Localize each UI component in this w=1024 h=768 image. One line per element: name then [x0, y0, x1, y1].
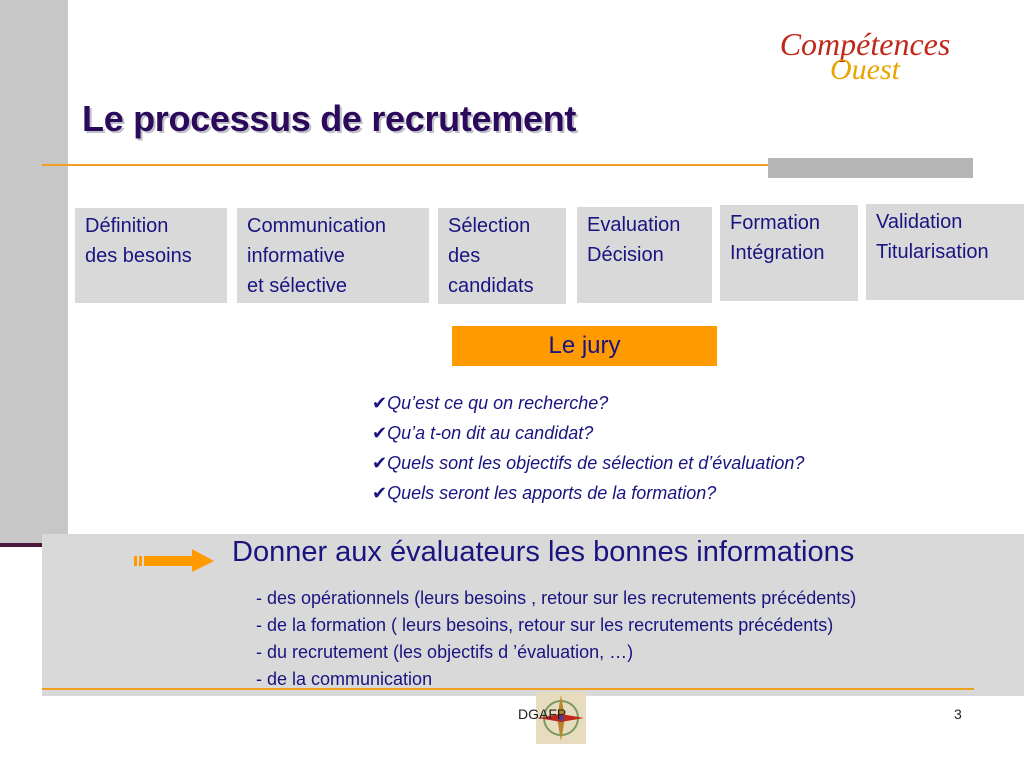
check-icon: ✔ [372, 423, 388, 443]
title-gray-block [768, 158, 973, 178]
logo: Compétences Ouest [760, 28, 970, 86]
left-bar-accent-line [0, 543, 68, 547]
process-step-communication: Communication informative et sélective [237, 208, 429, 303]
list-item: - du recrutement (les objectifs d ’évalu… [256, 642, 634, 662]
info-list: - des opérationnels (leurs besoins , ret… [256, 585, 856, 693]
list-item: ✔Qu’est ce qu on recherche? [372, 388, 804, 418]
step-line: candidats [448, 275, 534, 297]
check-icon: ✔ [372, 453, 388, 473]
question-text: Qu’a t-on dit au candidat? [387, 423, 594, 443]
process-step-selection: Sélection des candidats [438, 208, 566, 304]
list-item: - de la formation ( leurs besoins, retou… [256, 615, 834, 635]
title-underline [42, 164, 972, 166]
step-line: Définition [85, 215, 169, 237]
logo-line-1: Compétences [779, 26, 951, 62]
step-line: Formation [730, 212, 821, 234]
step-line: des [448, 245, 481, 267]
question-text: Quels sont les objectifs de sélection et… [387, 453, 805, 473]
step-line: Validation [876, 211, 963, 233]
step-line: Evaluation [587, 214, 681, 236]
step-line: et sélective [247, 275, 348, 297]
step-line: Communication [247, 215, 386, 237]
info-bottom-rule [42, 688, 974, 690]
footer-label: DGAFP [518, 706, 567, 722]
check-icon: ✔ [372, 483, 388, 503]
list-item: ✔Quels seront les apports de la formatio… [372, 478, 804, 508]
step-line: Titularisation [876, 241, 989, 263]
list-item: ✔Quels sont les objectifs de sélection e… [372, 448, 804, 478]
jury-label: Le jury [452, 326, 717, 366]
question-text: Quels seront les apports de la formation… [387, 483, 717, 503]
list-item: - de la communication [256, 669, 433, 689]
process-step-evaluation: Evaluation Décision [577, 207, 712, 303]
page-title: Le processus de recrutement [82, 98, 577, 139]
step-line: Sélection [448, 215, 531, 237]
info-heading: Donner aux évaluateurs les bonnes inform… [232, 536, 855, 568]
process-step-validation: Validation Titularisation [866, 204, 1024, 300]
question-list: ✔Qu’est ce qu on recherche? ✔Qu’a t-on d… [372, 388, 804, 508]
step-line: Intégration [730, 242, 825, 264]
process-step-formation: Formation Intégration [720, 205, 858, 301]
step-line: des besoins [85, 245, 192, 267]
question-text: Qu’est ce qu on recherche? [387, 393, 609, 413]
logo-line-2: Ouest [830, 53, 900, 86]
arrow-right-icon [134, 549, 214, 572]
step-line: Décision [587, 244, 664, 266]
step-line: informative [247, 245, 345, 267]
page-number: 3 [954, 706, 962, 722]
check-icon: ✔ [372, 393, 388, 413]
left-decorative-bar [0, 0, 68, 546]
compass-rose-icon [536, 692, 586, 744]
list-item: - des opérationnels (leurs besoins , ret… [256, 588, 857, 608]
list-item: ✔Qu’a t-on dit au candidat? [372, 418, 804, 448]
process-step-definition: Définition des besoins [75, 208, 227, 303]
